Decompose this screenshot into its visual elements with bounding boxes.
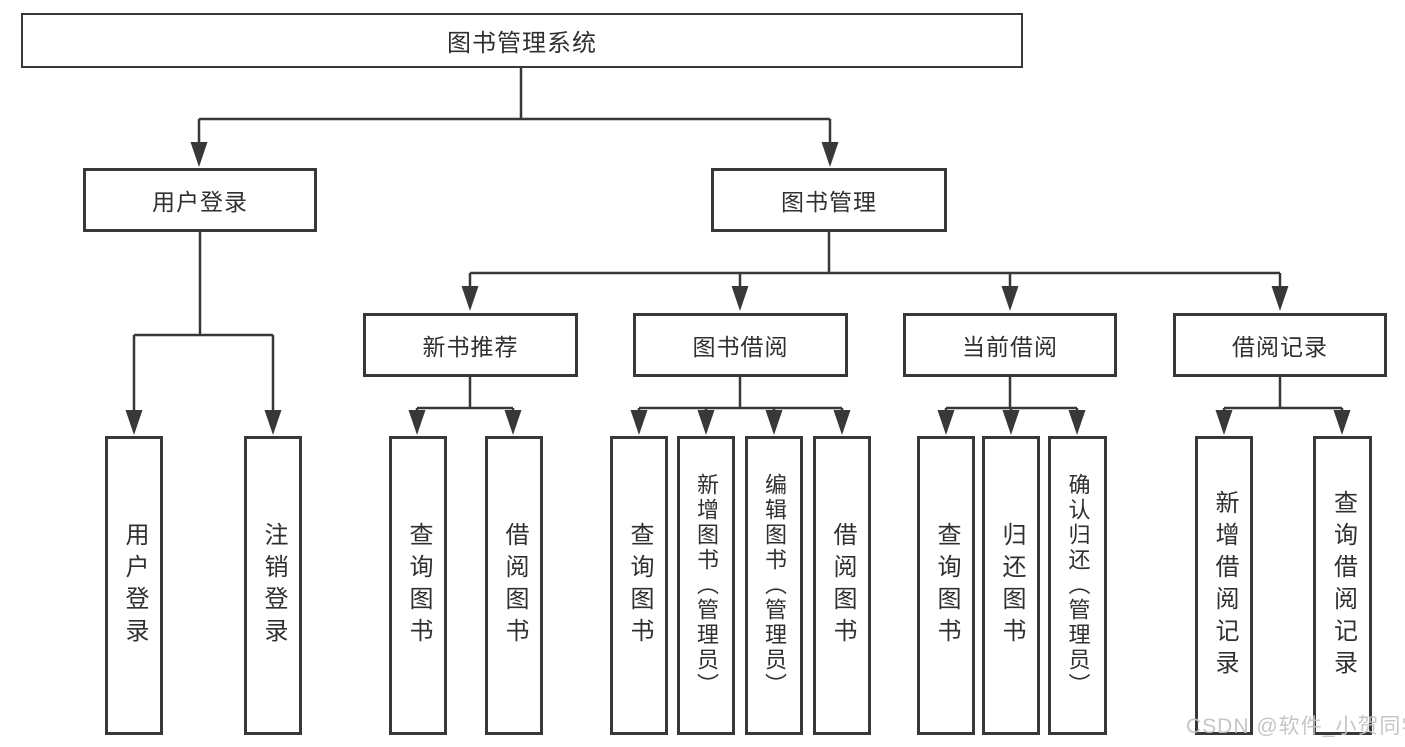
leaf-borrowing-borrow-books: 借阅图书 xyxy=(813,436,871,735)
leaf-borrowing-query-books-label: 查询图书 xyxy=(626,521,653,650)
leaf-borrowing-query-books: 查询图书 xyxy=(610,436,668,735)
leaf-records-query-record-label: 查询借阅记录 xyxy=(1329,489,1357,682)
leaf-current-query-books-label: 查询图书 xyxy=(933,521,960,650)
leaf-logout: 注销登录 xyxy=(244,436,302,735)
leaf-current-confirm-return-admin: 确认归还（管理员） xyxy=(1048,436,1107,735)
csdn-watermark: CSDN @软件_小贺同学 xyxy=(1186,715,1405,738)
leaf-newbooks-borrow-books-label: 借阅图书 xyxy=(501,521,528,650)
leaf-borrowing-edit-books-admin: 编辑图书（管理员） xyxy=(745,436,803,735)
leaf-records-add-record-label: 新增借阅记录 xyxy=(1211,489,1238,682)
node-book-management-label: 图书管理 xyxy=(781,189,877,215)
node-borrow-records-label: 借阅记录 xyxy=(1232,334,1328,360)
leaf-newbooks-borrow-books: 借阅图书 xyxy=(485,436,543,735)
leaf-user-login: 用户登录 xyxy=(105,436,163,735)
node-new-book-recommend: 新书推荐 xyxy=(363,313,578,377)
leaf-newbooks-query-books-label: 查询图书 xyxy=(405,521,432,650)
leaf-user-login-label: 用户登录 xyxy=(121,521,148,650)
leaf-borrowing-add-books-admin-label: 新增图书（管理员） xyxy=(694,473,719,698)
node-user-login: 用户登录 xyxy=(83,168,317,232)
node-root-label: 图书管理系统 xyxy=(447,30,597,57)
leaf-borrowing-add-books-admin: 新增图书（管理员） xyxy=(677,436,735,735)
node-root: 图书管理系统 xyxy=(21,13,1023,68)
node-user-login-label: 用户登录 xyxy=(152,189,248,215)
node-book-borrowing-label: 图书借阅 xyxy=(692,334,789,360)
node-borrow-records: 借阅记录 xyxy=(1173,313,1387,377)
leaf-current-confirm-return-admin-label: 确认归还（管理员） xyxy=(1065,473,1091,698)
leaf-current-query-books: 查询图书 xyxy=(917,436,975,735)
leaf-records-add-record: 新增借阅记录 xyxy=(1195,436,1253,735)
node-book-management: 图书管理 xyxy=(711,168,947,232)
leaf-current-return-books: 归还图书 xyxy=(982,436,1040,735)
node-book-borrowing: 图书借阅 xyxy=(633,313,848,377)
leaf-borrowing-edit-books-admin-label: 编辑图书（管理员） xyxy=(762,473,787,698)
leaf-current-return-books-label: 归还图书 xyxy=(998,521,1025,650)
node-current-borrowing-label: 当前借阅 xyxy=(962,334,1058,360)
leaf-logout-label: 注销登录 xyxy=(260,521,287,650)
leaf-borrowing-borrow-books-label: 借阅图书 xyxy=(829,521,856,650)
leaf-newbooks-query-books: 查询图书 xyxy=(389,436,447,735)
node-current-borrowing: 当前借阅 xyxy=(903,313,1117,377)
node-new-book-recommend-label: 新书推荐 xyxy=(422,334,519,360)
leaf-records-query-record: 查询借阅记录 xyxy=(1313,436,1372,735)
